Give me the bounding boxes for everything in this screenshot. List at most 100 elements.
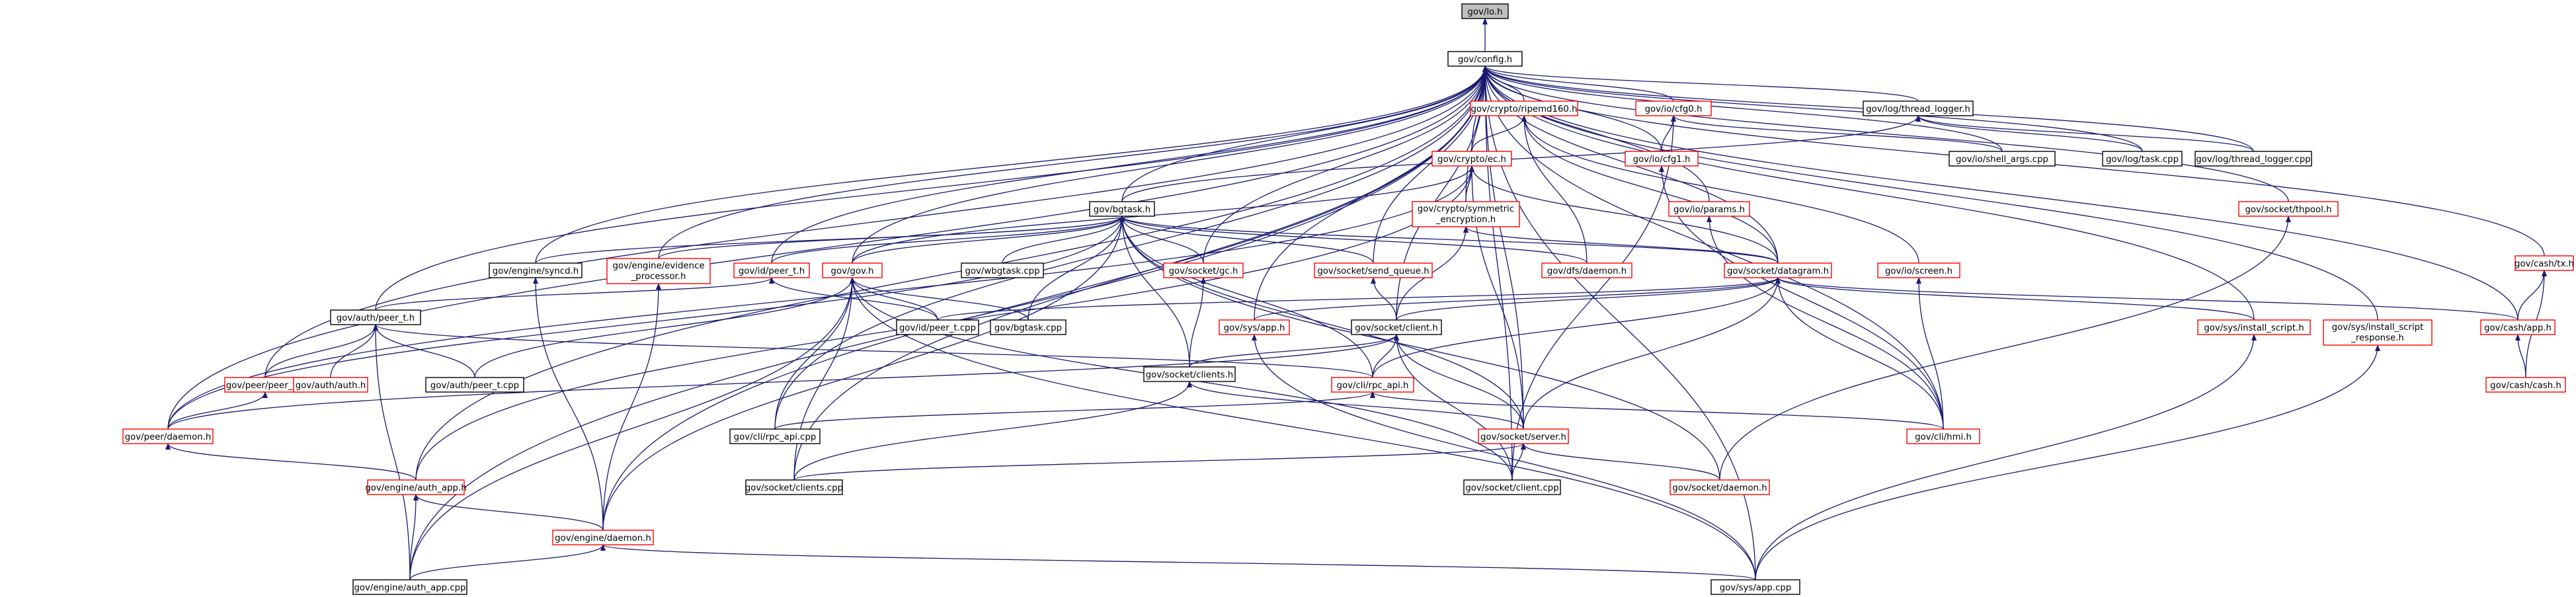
include-edge <box>793 381 1192 481</box>
node-box <box>1949 151 2056 167</box>
node-socket-thpool[interactable]: gov/socket/thpool.h <box>2238 201 2339 217</box>
node-label: gov/log/thread_logger.cpp <box>2196 155 2310 165</box>
include-edge <box>600 544 1756 580</box>
include-edge <box>1482 65 1756 580</box>
node-socket-daemon[interactable]: gov/socket/daemon.h <box>1670 479 1770 495</box>
node-io-screen[interactable]: gov/io/screen.h <box>1877 262 1960 278</box>
node-install-script[interactable]: gov/sys/install_script.h <box>2197 319 2311 335</box>
include-edge <box>1521 115 1919 264</box>
include-edge <box>1775 277 2518 321</box>
include-edge <box>1189 277 1206 368</box>
include-edge <box>1482 65 2143 152</box>
node-peer-daemon[interactable]: gov/peer/daemon.h <box>122 428 214 444</box>
node-sys-app-cpp[interactable]: gov/sys/app.cpp <box>1711 579 1800 595</box>
include-edge <box>167 165 1474 430</box>
node-box <box>1219 319 1290 335</box>
node-box <box>1724 262 1832 278</box>
node-thread-logger-cpp[interactable]: gov/log/thread_logger.cpp <box>2194 151 2312 167</box>
node-label: gov/cash/tx.h <box>2515 259 2574 269</box>
node-clients-cpp[interactable]: gov/socket/clients.cpp <box>745 479 843 495</box>
node-socket-gc[interactable]: gov/socket/gc.h <box>1163 262 1244 278</box>
node-box <box>1143 366 1236 382</box>
include-edge <box>535 65 1488 264</box>
include-edge <box>1119 216 1374 264</box>
node-id-peer-t[interactable]: gov/id/peer_t.h <box>733 262 810 278</box>
node-label: gov/peer/peer_t.h <box>226 381 304 391</box>
node-engine-daemon[interactable]: gov/engine/daemon.h <box>552 530 654 545</box>
node-io-cfg0[interactable]: gov/io/cfg0.h <box>1635 100 1712 116</box>
node-clients-h[interactable]: gov/socket/clients.h <box>1143 366 1236 382</box>
include-edge <box>602 283 661 531</box>
node-auth-peer-t[interactable]: gov/auth/peer_t.h <box>330 309 421 325</box>
node-box <box>1877 262 1960 278</box>
node-lo[interactable]: gov/lo.h <box>1461 3 1509 19</box>
node-box <box>1541 262 1632 278</box>
include-edge <box>850 277 1029 321</box>
node-bgtask-cpp[interactable]: gov/bgtask.cpp <box>990 319 1067 335</box>
node-thread-logger[interactable]: gov/log/thread_logger.h <box>1863 100 1974 116</box>
node-crypto-ripemd160[interactable]: gov/crypto/ripemd160.h <box>1470 100 1578 116</box>
node-cash-tx[interactable]: gov/cash/tx.h <box>2515 255 2574 271</box>
node-dfs-daemon[interactable]: gov/dfs/daemon.h <box>1541 262 1632 278</box>
node-box <box>1906 428 1980 444</box>
node-io-cfg1[interactable]: gov/io/cfg1.h <box>1625 151 1699 167</box>
node-label: gov/config.h <box>1458 55 1512 65</box>
include-edge <box>409 494 419 580</box>
node-id-peer-t-cpp[interactable]: gov/id/peer_t.cpp <box>896 319 979 335</box>
node-wbgtask[interactable]: gov/wbgtask.cpp <box>961 262 1044 278</box>
node-label: gov/auth/auth.h <box>296 381 366 391</box>
include-edge <box>1121 115 1921 202</box>
node-evidence[interactable]: gov/engine/evidence_processor.h <box>606 258 711 284</box>
node-rpc-api-cpp[interactable]: gov/cli/rpc_api.cpp <box>729 428 821 444</box>
node-auth-app[interactable]: gov/engine/auth_app.h <box>365 479 467 495</box>
node-engine-syncd[interactable]: gov/engine/syncd.h <box>489 262 583 278</box>
node-install-resp[interactable]: gov/sys/install_script_response.h <box>2323 319 2433 346</box>
node-label: gov/socket/server.h <box>1480 432 1566 442</box>
node-label: gov/log/task.cpp <box>2106 155 2179 165</box>
node-label: gov/auth/peer_t.h <box>337 313 415 323</box>
node-label: gov/engine/auth_app.cpp <box>354 583 465 593</box>
include-edge <box>1203 65 1488 264</box>
node-cash-cash[interactable]: gov/cash/cash.h <box>2485 377 2566 393</box>
node-box <box>1470 100 1578 116</box>
node-label: _response.h <box>2351 333 2404 343</box>
node-client-cpp[interactable]: gov/socket/client.cpp <box>1463 479 1561 495</box>
node-auth-app-cpp[interactable]: gov/engine/auth_app.cpp <box>352 579 467 595</box>
node-label: gov/bgtask.h <box>1094 205 1150 215</box>
node-config[interactable]: gov/config.h <box>1447 51 1523 67</box>
include-edge <box>852 65 1488 264</box>
node-box <box>733 262 810 278</box>
node-crypto-ec[interactable]: gov/crypto/ec.h <box>1431 151 1512 167</box>
include-edge <box>1755 344 2380 580</box>
include-edge <box>373 324 1373 378</box>
node-box <box>961 262 1044 278</box>
include-edge <box>1482 65 1513 481</box>
node-socket-client[interactable]: gov/socket/client.h <box>1351 319 1442 335</box>
node-label: gov/engine/syncd.h <box>493 266 579 276</box>
node-auth-auth[interactable]: gov/auth/auth.h <box>293 377 368 393</box>
node-log-task[interactable]: gov/log/task.cpp <box>2102 151 2183 167</box>
node-sys-app[interactable]: gov/sys/app.h <box>1219 319 1290 335</box>
node-shell-args[interactable]: gov/io/shell_args.cpp <box>1949 151 2056 167</box>
node-label: gov/gov.h <box>831 266 874 276</box>
node-label: gov/io/screen.h <box>1885 266 1952 276</box>
node-socket-server[interactable]: gov/socket/server.h <box>1478 428 1569 444</box>
node-peer-peer-t[interactable]: gov/peer/peer_t.h <box>224 377 306 393</box>
node-cash-app[interactable]: gov/cash/app.h <box>2480 319 2556 335</box>
include-edge <box>1671 115 2003 152</box>
node-sym-enc[interactable]: gov/crypto/symmetric_encryption.h <box>1412 201 1520 227</box>
include-edge <box>165 443 417 481</box>
include-edge <box>769 277 938 321</box>
node-send-queue[interactable]: gov/socket/send_queue.h <box>1314 262 1433 278</box>
node-box <box>2102 151 2183 167</box>
node-auth-peer-t-cpp[interactable]: gov/auth/peer_t.cpp <box>425 377 524 393</box>
include-edge <box>375 277 774 311</box>
node-datagram[interactable]: gov/socket/datagram.h <box>1724 262 1832 278</box>
include-edge <box>1394 334 1513 481</box>
node-rpc-api[interactable]: gov/cli/rpc_api.h <box>1331 377 1414 393</box>
node-cli-hmi[interactable]: gov/cli/hmi.h <box>1906 428 1980 444</box>
node-bgtask[interactable]: gov/bgtask.h <box>1089 201 1155 217</box>
include-edge <box>850 277 938 321</box>
node-io-params[interactable]: gov/io/params.h <box>1668 201 1750 217</box>
node-gov[interactable]: gov/gov.h <box>822 262 883 278</box>
